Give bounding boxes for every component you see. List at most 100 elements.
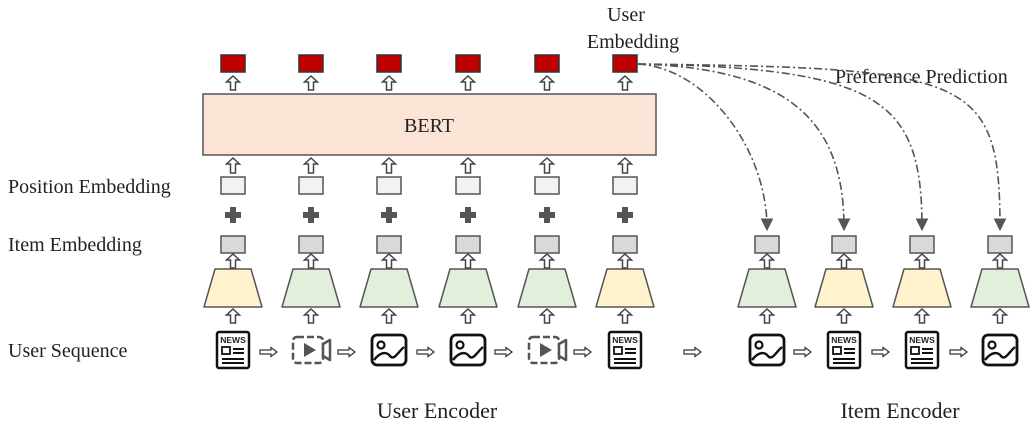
up-arrow-icon xyxy=(538,156,556,174)
preference-prediction-arrow xyxy=(637,63,929,232)
up-arrow-icon xyxy=(380,156,398,174)
item-embedding-box xyxy=(220,235,246,254)
up-arrow-icon xyxy=(224,74,242,91)
plus-icon xyxy=(381,207,397,223)
up-arrow-icon xyxy=(302,156,320,174)
bert-block xyxy=(202,93,657,156)
up-arrow-icon xyxy=(224,307,242,324)
item-encoder-trapezoid xyxy=(203,268,263,308)
sequence-arrow-icon xyxy=(949,346,968,358)
item-encoder-trapezoid xyxy=(281,268,341,308)
up-arrow-icon xyxy=(459,156,477,174)
candidate-embedding-box xyxy=(831,235,857,254)
item-embedding-box xyxy=(376,235,402,254)
sequence-arrow-icon xyxy=(494,346,513,358)
up-arrow-icon xyxy=(224,156,242,174)
news-badge-text: NEWS xyxy=(220,335,246,345)
candidate-embedding-box xyxy=(987,235,1013,254)
up-arrow-icon xyxy=(616,156,634,174)
output-embedding xyxy=(612,54,638,73)
item-encoder-trapezoid xyxy=(595,268,655,308)
candidate-embedding-box xyxy=(909,235,935,254)
image-hills xyxy=(373,346,405,361)
preference-prediction-arrow xyxy=(637,63,774,232)
user-embedding-label-line1: User xyxy=(607,4,645,26)
sequence-arrow-icon xyxy=(793,346,812,358)
item-encoder-trapezoid xyxy=(970,268,1030,308)
up-arrow-icon xyxy=(991,307,1009,324)
item-encoder-trapezoid xyxy=(438,268,498,308)
plus-icon xyxy=(460,207,476,223)
preference-prediction-arrow xyxy=(637,63,1007,232)
up-arrow-icon xyxy=(380,252,398,269)
image-sun xyxy=(987,340,997,350)
video-icon xyxy=(527,335,568,365)
diagram-elements: NEWS NEWS NEWS NEWS xyxy=(203,54,1030,370)
user-encoder-label: User Encoder xyxy=(377,398,498,423)
up-arrow-icon xyxy=(835,307,853,324)
plus-icon xyxy=(539,207,555,223)
user-sequence-label: User Sequence xyxy=(8,340,128,362)
up-arrow-icon xyxy=(835,252,853,269)
image-icon xyxy=(981,333,1019,367)
output-embedding xyxy=(376,54,402,73)
output-embedding xyxy=(455,54,481,73)
plus-icon xyxy=(617,207,633,223)
item-encoder-trapezoid xyxy=(737,268,797,308)
up-arrow-icon xyxy=(380,307,398,324)
item-embedding-box xyxy=(298,235,324,254)
news-badge-text: NEWS xyxy=(831,335,857,345)
up-arrow-icon xyxy=(991,252,1009,269)
position-embedding-box xyxy=(534,176,560,195)
item-embedding-box xyxy=(612,235,638,254)
sequence-arrow-icon xyxy=(573,346,592,358)
up-arrow-icon xyxy=(302,307,320,324)
up-arrow-icon xyxy=(616,74,634,91)
play-triangle xyxy=(304,343,316,357)
up-arrow-icon xyxy=(758,307,776,324)
candidate-embedding-box xyxy=(754,235,780,254)
output-embedding xyxy=(298,54,324,73)
play-triangle xyxy=(540,343,552,357)
image-sun xyxy=(376,340,386,350)
up-arrow-icon xyxy=(913,252,931,269)
up-arrow-icon xyxy=(459,307,477,324)
item-embedding-label: Item Embedding xyxy=(8,234,142,256)
image-icon xyxy=(449,333,487,367)
video-lens xyxy=(321,338,332,362)
image-icon xyxy=(370,333,408,367)
plus-icon xyxy=(303,207,319,223)
news-photo xyxy=(221,346,231,355)
position-embedding-box xyxy=(455,176,481,195)
news-icon: NEWS xyxy=(826,330,862,370)
sequence-arrow-icon xyxy=(683,346,702,358)
news-icon: NEWS xyxy=(215,330,251,370)
user-embedding-label-line2: Embedding xyxy=(587,31,679,53)
image-icon xyxy=(748,333,786,367)
item-encoder-trapezoid xyxy=(892,268,952,308)
image-sun xyxy=(455,340,465,350)
image-hills xyxy=(751,346,783,361)
item-embedding-box xyxy=(534,235,560,254)
up-arrow-icon xyxy=(538,252,556,269)
news-photo xyxy=(832,346,842,355)
preference-prediction-arrow xyxy=(637,63,851,232)
item-embedding-box xyxy=(455,235,481,254)
up-arrow-icon xyxy=(538,307,556,324)
position-embedding-box xyxy=(612,176,638,195)
sequence-arrow-icon xyxy=(259,346,278,358)
news-icon: NEWS xyxy=(607,330,643,370)
video-icon xyxy=(291,335,332,365)
item-encoder-trapezoid xyxy=(814,268,874,308)
output-embedding xyxy=(534,54,560,73)
up-arrow-icon xyxy=(459,252,477,269)
item-encoder-trapezoid xyxy=(517,268,577,308)
plus-icon xyxy=(225,207,241,223)
image-sun xyxy=(754,340,764,350)
video-lens xyxy=(557,338,568,362)
item-encoder-trapezoid xyxy=(359,268,419,308)
image-hills xyxy=(452,346,484,361)
up-arrow-icon xyxy=(380,74,398,91)
news-badge-text: NEWS xyxy=(909,335,935,345)
